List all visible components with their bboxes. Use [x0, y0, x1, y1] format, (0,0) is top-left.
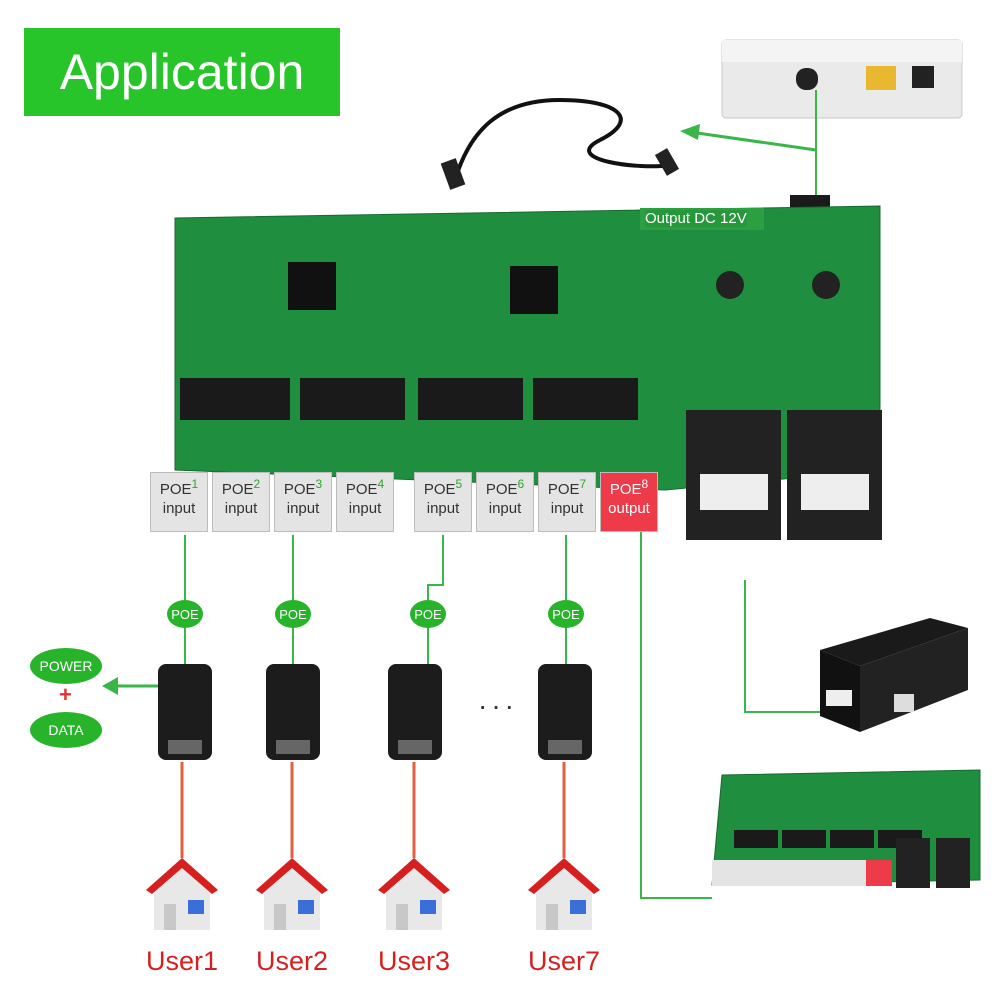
- title-banner: Application: [24, 28, 340, 116]
- port-6: POE6 input: [476, 472, 534, 532]
- port-sub: input: [162, 499, 196, 517]
- port-name: POE: [609, 481, 642, 498]
- port-sub: input: [550, 499, 584, 517]
- poe-tag-1: POE: [167, 600, 203, 628]
- port-2: POE2 input: [212, 472, 270, 532]
- title-text: Application: [59, 44, 305, 100]
- user-label-1: User1: [145, 946, 219, 976]
- dc-cable: [453, 97, 671, 181]
- port-name: POE: [485, 481, 518, 498]
- port-number: 6: [517, 477, 525, 491]
- poe-injectors: [158, 664, 592, 760]
- port-name: POE: [345, 481, 378, 498]
- user-label-3: User3: [377, 946, 451, 976]
- port-sub: output: [608, 499, 650, 517]
- house-icons: [146, 858, 600, 930]
- port-name: POE: [221, 481, 254, 498]
- port-number: 2: [253, 477, 261, 491]
- cable-plug-left: [440, 158, 466, 190]
- port-sub: input: [286, 499, 320, 517]
- output-link: [640, 530, 712, 899]
- user-label-2: User2: [255, 946, 329, 976]
- poe-tag-2: POE: [275, 600, 311, 628]
- port-number: 3: [315, 477, 323, 491]
- power-tag: POWER: [30, 648, 102, 684]
- port-name: POE: [423, 481, 456, 498]
- port-3: POE3 input: [274, 472, 332, 532]
- port-sub: input: [348, 499, 382, 517]
- port-number: 8: [641, 477, 649, 491]
- port-sub: input: [426, 499, 460, 517]
- port-4: POE4 input: [336, 472, 394, 532]
- port-name: POE: [547, 481, 580, 498]
- port-number: 1: [191, 477, 199, 491]
- cable-plug-right: [654, 148, 680, 176]
- poe-tag-3: POE: [410, 600, 446, 628]
- port-1: POE1 input: [150, 472, 208, 532]
- router-device: [721, 39, 963, 119]
- port-7: POE7 input: [538, 472, 596, 532]
- ellipsis: ···: [478, 690, 518, 721]
- port-name: POE: [283, 481, 316, 498]
- port-5: POE5 input: [414, 472, 472, 532]
- media-converter: [820, 618, 968, 732]
- output-dc-label: Output DC 12V: [645, 210, 747, 227]
- port-sub: input: [488, 499, 522, 517]
- port-8: POE8 output: [600, 472, 658, 532]
- fiber-link: [744, 580, 820, 713]
- port-number: 5: [455, 477, 463, 491]
- main-pcb: [174, 205, 882, 540]
- port-number: 4: [377, 477, 385, 491]
- port-number: 7: [579, 477, 587, 491]
- secondary-pcb: [711, 769, 981, 888]
- data-tag: DATA: [30, 712, 102, 748]
- port-name: POE: [159, 481, 192, 498]
- plus-sign: +: [59, 682, 72, 707]
- port-sub: input: [224, 499, 258, 517]
- poe-tag-7: POE: [548, 600, 584, 628]
- user-label-7: User7: [527, 946, 601, 976]
